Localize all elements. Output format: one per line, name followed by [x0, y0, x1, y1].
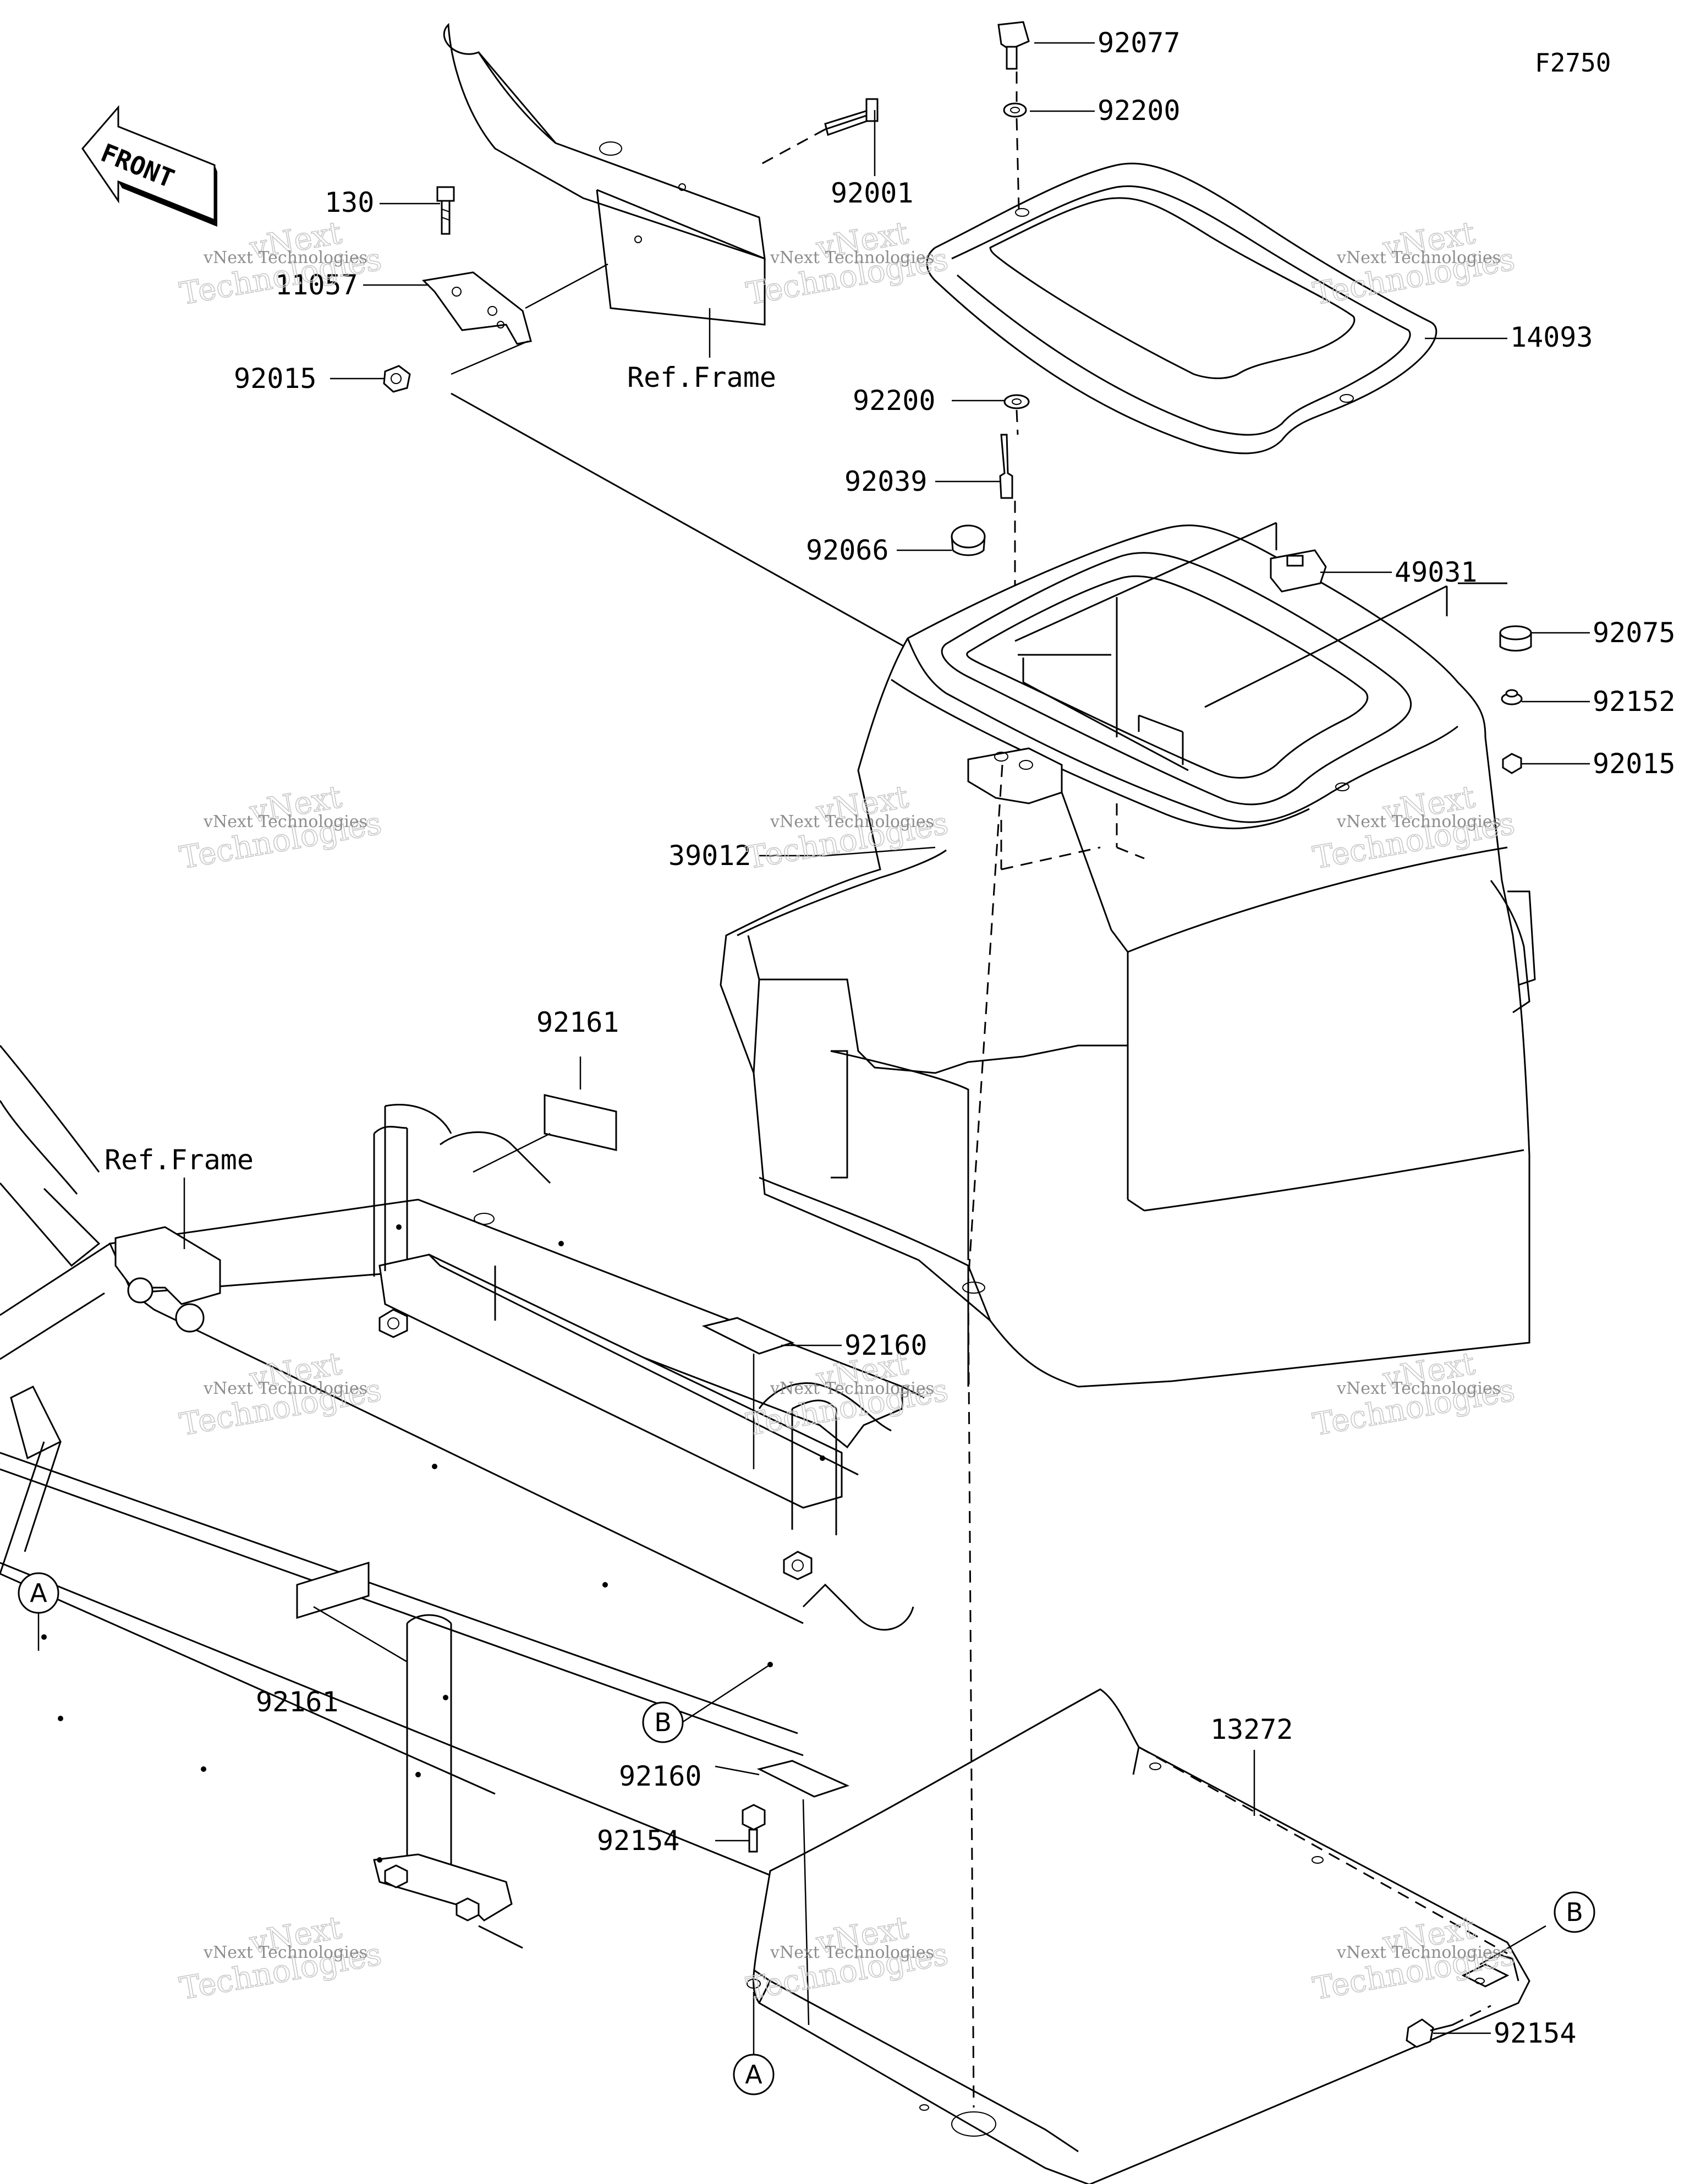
bracket-11057 — [421, 271, 532, 345]
watermark-text-4: vNext Technologies — [203, 812, 367, 831]
washer-92200a — [1003, 102, 1027, 118]
storage-box — [720, 524, 1536, 1388]
latch-49031 — [1270, 549, 1327, 593]
part-92015-label-left: 92015 — [234, 363, 317, 395]
watermark-text-12: vNext Technologies — [1336, 1943, 1501, 1962]
lock-key-92077 — [997, 21, 1030, 70]
part-92152-label: 92152 — [1593, 686, 1676, 718]
plug-92066 — [951, 524, 986, 556]
svg-text:B: B — [1566, 1897, 1583, 1927]
part-92200-label-top: 92200 — [1098, 95, 1181, 127]
grommet-92075 — [1499, 625, 1532, 652]
watermark-text-5: vNext Technologies — [770, 812, 934, 831]
part-13272-label: 13272 — [1210, 1714, 1293, 1745]
watermark-text-9: vNext Technologies — [1336, 1379, 1501, 1398]
part-92039-label: 92039 — [844, 466, 928, 497]
part-11057-label: 11057 — [275, 269, 358, 301]
front-arrow-icon: FRONT — [81, 105, 217, 227]
pad-92161a — [473, 1057, 617, 1173]
part-92015-label-right: 92015 — [1593, 748, 1676, 780]
nut-92015b — [1502, 753, 1522, 774]
part-92161-label-bottom: 92161 — [256, 1686, 339, 1718]
callout-a-bottom: A — [733, 2054, 775, 2095]
part-92075-label: 92075 — [1593, 617, 1676, 649]
watermark-text-7: vNext Technologies — [203, 1379, 367, 1398]
watermark-text-10: vNext Technologies — [203, 1943, 367, 1962]
bolt-92154a — [742, 1804, 766, 1853]
watermark-text-11: vNext Technologies — [770, 1943, 934, 1962]
part-92001-label: 92001 — [831, 177, 914, 209]
part-92161-label-top: 92161 — [536, 1006, 619, 1038]
part-49031-label: 49031 — [1395, 556, 1478, 588]
part-92154-label-right: 92154 — [1494, 2017, 1577, 2049]
watermark-text-8: vNext Technologies — [770, 1379, 934, 1398]
part-92154-label-left: 92154 — [597, 1825, 680, 1857]
bolt-92001 — [759, 98, 879, 166]
part-92066-label: 92066 — [806, 534, 889, 566]
callout-a-left: A — [18, 1572, 59, 1614]
pad-92160b — [756, 1760, 850, 1798]
svg-text:A: A — [30, 1578, 47, 1608]
svg-text:B: B — [654, 1707, 672, 1737]
part-92160-label-top: 92160 — [844, 1329, 928, 1361]
part-92160-label-bottom: 92160 — [619, 1760, 702, 1792]
collar-92152 — [1501, 689, 1523, 705]
watermark-text-1: vNext Technologies — [203, 248, 367, 267]
ref-frame-left-label: Ref.Frame — [105, 1144, 254, 1176]
svg-text:A: A — [745, 2060, 762, 2089]
part-14093-label: 14093 — [1510, 321, 1593, 353]
watermark-text-3: vNext Technologies — [1336, 248, 1501, 267]
callout-b-left: B — [642, 1701, 684, 1743]
part-39012-label: 39012 — [668, 840, 751, 872]
part-92200-label-mid: 92200 — [853, 385, 936, 417]
callout-b-right: B — [1554, 1891, 1595, 1933]
lid-14093 — [926, 162, 1437, 455]
watermark-text-6: vNext Technologies — [1336, 812, 1501, 831]
washer-92200b — [1003, 394, 1030, 409]
pad-92160a — [701, 1317, 795, 1355]
bolt-130 — [436, 186, 455, 235]
part-130-label: 130 — [325, 187, 374, 218]
pad-92161b — [296, 1561, 408, 1663]
grab-rail-frame — [443, 23, 766, 326]
nut-92015a — [383, 365, 411, 393]
skid-plate-13272 — [747, 1688, 1530, 2184]
watermark-text-2: vNext Technologies — [770, 248, 934, 267]
rivet-92039 — [999, 434, 1013, 499]
part-92077-label: 92077 — [1098, 27, 1181, 59]
bolt-92154b — [1406, 2005, 1491, 2048]
figure-code: F2750 — [1535, 48, 1611, 78]
ref-frame-top-label: Ref.Frame — [627, 362, 776, 393]
